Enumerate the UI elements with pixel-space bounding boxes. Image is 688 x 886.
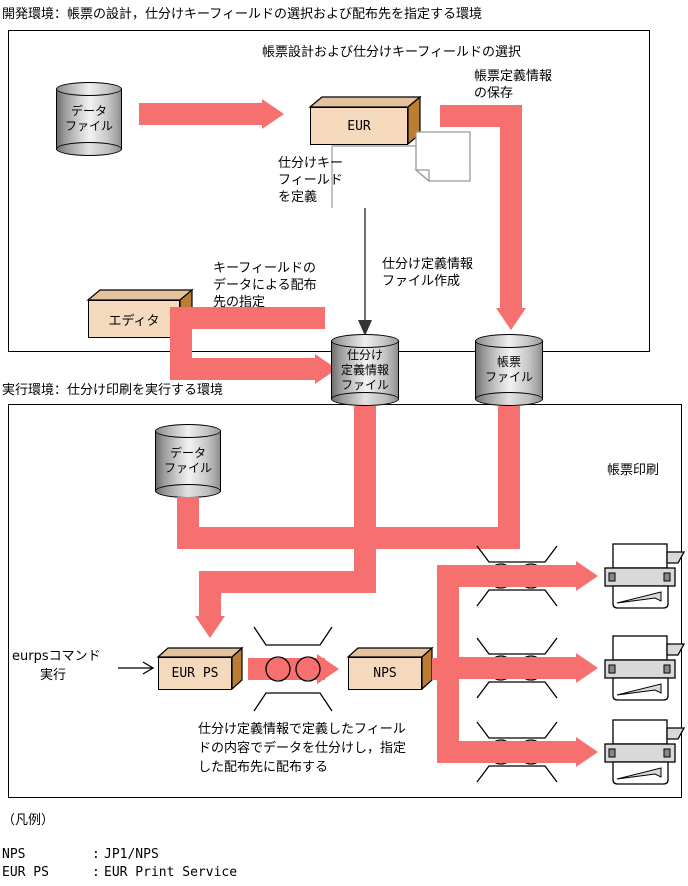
dev-environment-frame [8, 30, 650, 352]
arrow-bus-datafile-down [177, 497, 199, 527]
dev-environment-title: 帳票設計および仕分けキーフィールドの選択 [262, 45, 521, 60]
dev-environment-caption: 開発環境：帳票の設計，仕分けキーフィールドの選択および配布先を指定する環境 [2, 7, 482, 22]
arrow-editor-segment-3 [170, 358, 315, 380]
arrow-datafile-to-eur-shaft [139, 103, 262, 125]
arrow-eurps-to-nps-head [317, 654, 339, 684]
arrow-bus-sortdef-down [354, 406, 376, 527]
key-field-destination-label-l3: 先の指定 [213, 295, 266, 310]
cylinder-body [331, 341, 399, 399]
eurps-command-label-l1: eurpsコマンド [12, 649, 101, 664]
key-field-destination-label-l1: キーフィールドの [213, 261, 316, 276]
define-sort-key-label-l3: を定義 [278, 190, 318, 205]
arrow-to-eurps-head [195, 616, 225, 638]
save-form-definition-label-l2: の保存 [474, 86, 514, 101]
cylinder-top-ellipse [155, 424, 221, 438]
cylinder-bottom-ellipse [331, 392, 399, 406]
legend-term-0: NPS [2, 847, 26, 862]
eur-ps-box: EUR PS [156, 646, 244, 691]
eur-ps-box-front-face: EUR PS [158, 657, 232, 690]
eurps-command-label-l2: 実行 [40, 668, 67, 683]
nps-box-front-face: NPS [348, 657, 422, 690]
arrow-branch-printer-2-head [576, 653, 598, 683]
arrow-save-formdef-head [496, 308, 526, 330]
legend-separator-1: : [92, 865, 100, 880]
define-sort-key-label-l1: 仕分けキー [278, 156, 344, 171]
sort-definition-file-cylinder: 仕分け 定義情報 ファイル [331, 334, 399, 406]
create-sortdef-label-l1: 仕分け定義情報 [382, 257, 474, 272]
define-sort-key-label-l2: フィールド [278, 173, 343, 188]
bottom-note-l2: ドの内容でデータを仕分けし，指定 [198, 741, 407, 756]
cylinder-top-ellipse [475, 334, 543, 348]
save-form-definition-label-l1: 帳票定義情報 [474, 69, 553, 84]
arrow-bus-formfile-down [498, 406, 520, 527]
arrow-datafile-to-eur-head [262, 99, 284, 129]
legend-definition-1: EUR Print Service [104, 865, 238, 880]
create-sortdef-label-l2: ファイル作成 [382, 274, 461, 289]
arrow-branch-printer-3-head [576, 737, 598, 767]
cylinder-bottom-ellipse [155, 484, 221, 498]
arrow-save-formdef-vertical [500, 105, 522, 308]
legend-separator-0: : [92, 847, 100, 862]
cylinder-top-ellipse [331, 334, 399, 348]
arrow-editor-segment-1 [170, 307, 325, 329]
bottom-note-l1: 仕分け定義情報で定義したフィール [198, 722, 406, 737]
arrow-eurps-to-nps-shaft [248, 658, 325, 680]
run-environment-caption: 実行環境：仕分け印刷を実行する環境 [2, 383, 224, 398]
data-file-cylinder-top: データ ファイル [56, 82, 122, 156]
cylinder-bottom-ellipse [56, 142, 122, 156]
eur-box-label: EUR [347, 118, 371, 134]
arrow-to-eurps-segment-horizontal [199, 571, 376, 593]
form-file-cylinder: 帳票 ファイル [475, 334, 543, 406]
legend-title: （凡例） [2, 813, 55, 828]
form-printing-section-label: 帳票印刷 [607, 463, 660, 478]
arrow-to-eurps-segment-vertical-2 [199, 571, 221, 616]
cylinder-body [56, 89, 122, 149]
eur-box: EUR [308, 95, 422, 146]
arrow-to-eurps-segment-vertical-1 [354, 527, 376, 583]
editor-box-label: エディタ [108, 313, 160, 329]
cylinder-bottom-ellipse [475, 392, 543, 406]
legend-term-1: EUR PS [2, 865, 49, 880]
cylinder-body [475, 341, 543, 399]
nps-box: NPS [346, 646, 434, 691]
eur-ps-box-label: EUR PS [171, 666, 219, 681]
arrow-branch-printer-1-shaft [437, 565, 577, 587]
arrow-editor-segment-2 [170, 307, 192, 369]
arrow-branch-printer-1-head [576, 561, 598, 591]
nps-box-3d-faces [346, 646, 434, 691]
arrow-bus-horizontal [177, 527, 520, 549]
nps-box-label: NPS [373, 666, 397, 681]
cylinder-top-ellipse [56, 82, 122, 96]
legend-definition-0: JP1/NPS [104, 847, 159, 862]
arrow-branch-printer-3-shaft [437, 741, 577, 763]
arrow-branch-printer-2-shaft [437, 657, 577, 679]
key-field-destination-label-l2: データによる配布 [213, 278, 317, 293]
cylinder-body [155, 431, 221, 491]
editor-box-front-face: エディタ [88, 300, 180, 338]
data-file-cylinder-bottom: データ ファイル [155, 424, 221, 498]
eur-box-front-face: EUR [310, 107, 408, 145]
bottom-note-l3: した配布先に配布する [198, 760, 329, 775]
